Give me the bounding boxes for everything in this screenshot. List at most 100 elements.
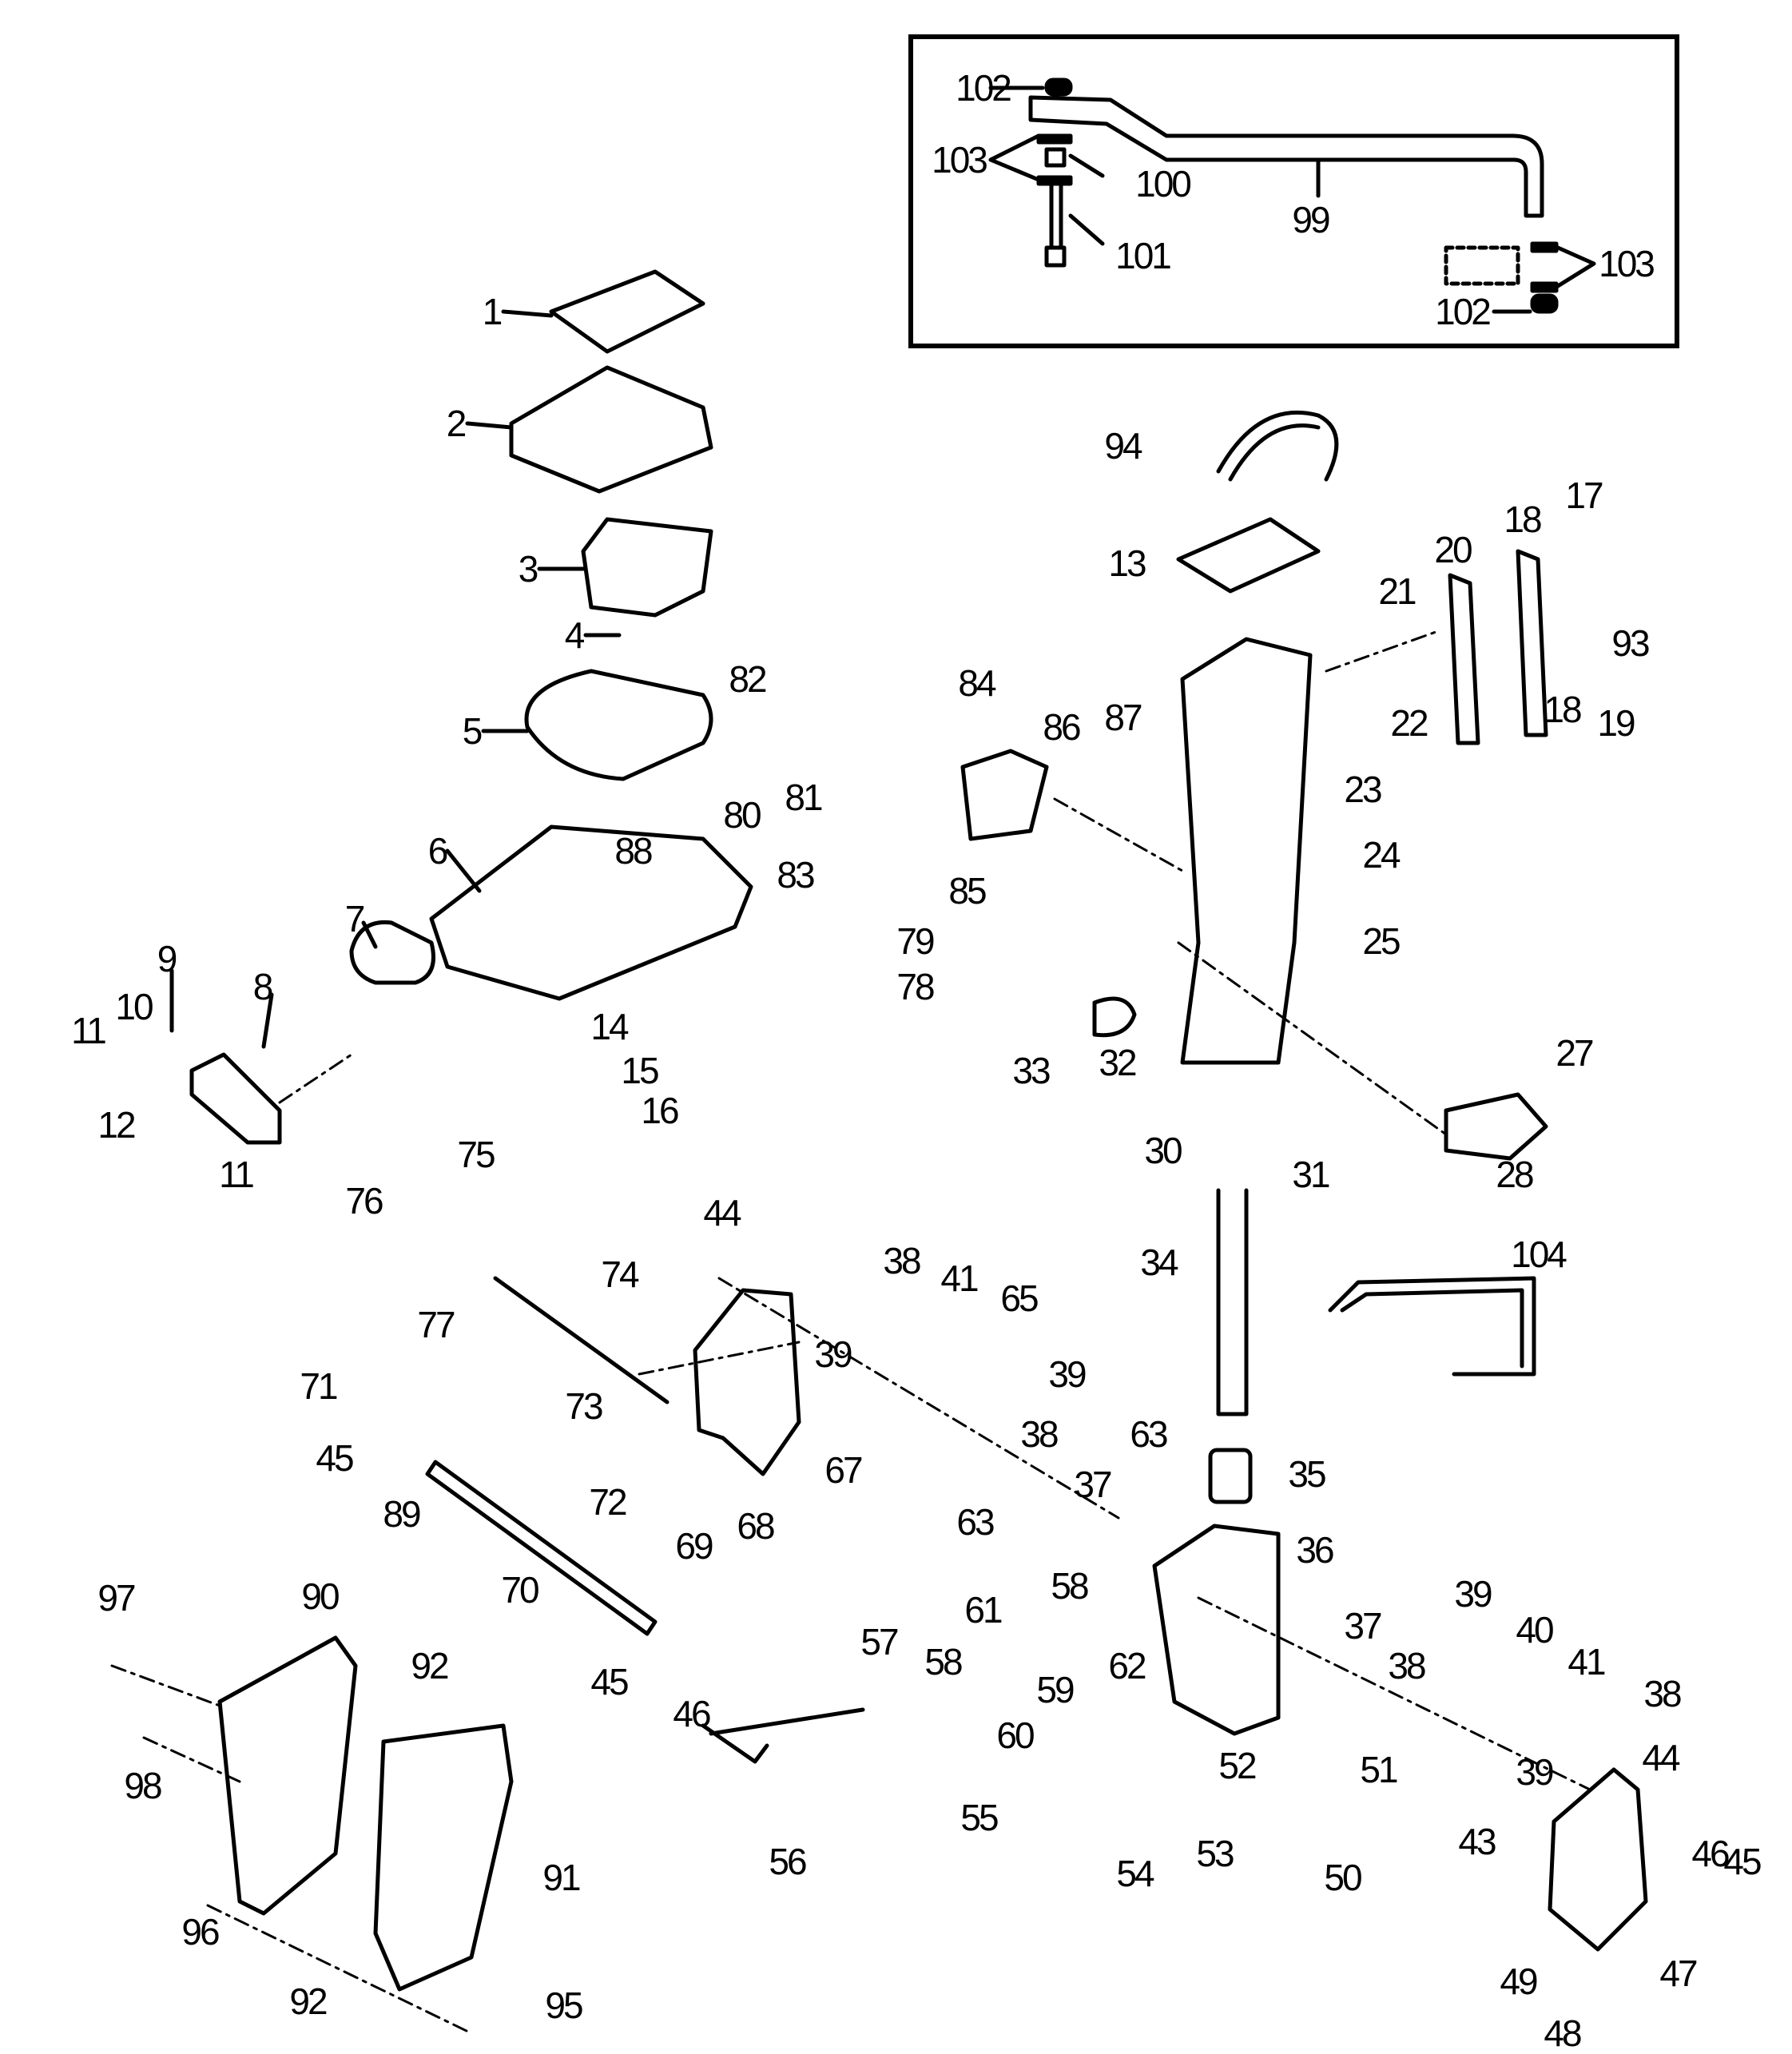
part-5-seal bbox=[524, 669, 713, 781]
part-label-27: 27 bbox=[1556, 1032, 1594, 1074]
part-label-75: 75 bbox=[457, 1134, 495, 1175]
tiller-arm-inset bbox=[988, 77, 1596, 314]
part-label-23: 23 bbox=[1344, 769, 1382, 810]
exhaust-housing bbox=[960, 410, 1548, 1161]
part-label-92: 92 bbox=[411, 1645, 449, 1687]
part-label-7: 7 bbox=[344, 898, 366, 940]
part-label-83: 83 bbox=[777, 854, 815, 896]
part-label-89: 89 bbox=[383, 1493, 421, 1535]
part-label-3: 3 bbox=[518, 548, 539, 590]
part-label-37: 37 bbox=[1074, 1464, 1112, 1505]
part-label-56: 56 bbox=[769, 1841, 807, 1882]
part-label-28: 28 bbox=[1496, 1154, 1534, 1195]
part-101-bolt bbox=[1049, 183, 1063, 250]
part-label-31: 31 bbox=[1292, 1154, 1330, 1195]
part-85-bracket bbox=[960, 749, 1049, 841]
part-label-37: 37 bbox=[1344, 1605, 1382, 1647]
part-label-63: 63 bbox=[956, 1501, 995, 1543]
part-label-11: 11 bbox=[219, 1154, 255, 1195]
part-label-97: 97 bbox=[97, 1577, 136, 1619]
part-label-90: 90 bbox=[301, 1575, 340, 1617]
part-label-41: 41 bbox=[1568, 1641, 1606, 1683]
part-label-91: 91 bbox=[542, 1857, 581, 1898]
part-label-80: 80 bbox=[723, 794, 761, 836]
part-1-gasket bbox=[549, 269, 705, 354]
part-label-72: 72 bbox=[589, 1481, 627, 1523]
part-13-gasket bbox=[1176, 517, 1321, 594]
part-label-30: 30 bbox=[1144, 1130, 1182, 1171]
part-label-1: 1 bbox=[482, 291, 503, 332]
part-label-17: 17 bbox=[1565, 475, 1603, 516]
part-label-87: 87 bbox=[1104, 697, 1142, 738]
lower-covers bbox=[217, 1635, 514, 1992]
part-label-99: 99 bbox=[1292, 199, 1330, 240]
part-label-69: 69 bbox=[675, 1525, 713, 1567]
part-label-57: 57 bbox=[860, 1621, 899, 1663]
part-label-67: 67 bbox=[824, 1449, 863, 1491]
part-label-85: 85 bbox=[948, 870, 987, 912]
part-8-bracket bbox=[189, 1052, 282, 1145]
part-label-4: 4 bbox=[564, 614, 586, 656]
part-label-44: 44 bbox=[703, 1192, 741, 1234]
part-99-tiller-arm bbox=[1028, 95, 1544, 218]
part-label-38: 38 bbox=[1388, 1645, 1426, 1687]
part-label-95: 95 bbox=[545, 1984, 583, 2026]
part-label-38: 38 bbox=[883, 1240, 921, 1281]
part-label-16: 16 bbox=[641, 1090, 679, 1131]
part-label-86: 86 bbox=[1043, 706, 1081, 748]
part-label-13: 13 bbox=[1108, 542, 1146, 584]
part-6-adapter bbox=[429, 824, 753, 1001]
part-label-47: 47 bbox=[1659, 1953, 1698, 1994]
part-label-12: 12 bbox=[97, 1104, 136, 1146]
part-label-65: 65 bbox=[1000, 1277, 1039, 1319]
part-label-46: 46 bbox=[1691, 1833, 1730, 1874]
part-label-81: 81 bbox=[785, 777, 823, 818]
part-label-55: 55 bbox=[960, 1797, 999, 1838]
part-label-79: 79 bbox=[896, 920, 935, 962]
adapter-stack bbox=[169, 269, 753, 1145]
part-label-103: 103 bbox=[932, 139, 988, 181]
part-label-40: 40 bbox=[1516, 1609, 1554, 1651]
part-label-19: 19 bbox=[1597, 702, 1635, 744]
part-label-54: 54 bbox=[1116, 1853, 1154, 1894]
part-20-plate bbox=[1516, 549, 1548, 737]
part-label-45: 45 bbox=[590, 1661, 629, 1702]
part-label-103: 103 bbox=[1599, 243, 1655, 284]
part-104-bracket-wire bbox=[1328, 1276, 1536, 1377]
part-23-housing bbox=[1180, 637, 1313, 1065]
part-36-swivel-bracket bbox=[1152, 1524, 1281, 1736]
part-94-seal-strip bbox=[1216, 410, 1339, 482]
part-label-35: 35 bbox=[1288, 1453, 1326, 1495]
part-label-18: 18 bbox=[1544, 689, 1582, 730]
part-label-77: 77 bbox=[417, 1304, 455, 1345]
swivel-section bbox=[425, 1188, 1648, 1952]
part-43-stern-bracket bbox=[1548, 1767, 1648, 1952]
part-label-45: 45 bbox=[316, 1437, 354, 1479]
part-56-lever bbox=[701, 1707, 865, 1764]
tiller-arm-inset-frame bbox=[908, 34, 1679, 348]
part-label-82: 82 bbox=[729, 658, 767, 700]
part-label-45: 45 bbox=[1723, 1841, 1762, 1882]
part-label-2: 2 bbox=[446, 403, 467, 444]
part-label-21: 21 bbox=[1378, 570, 1417, 612]
part-label-100: 100 bbox=[1135, 163, 1192, 205]
part-100-spacer bbox=[1044, 147, 1067, 168]
part-label-39: 39 bbox=[1048, 1353, 1087, 1395]
part-label-38: 38 bbox=[1020, 1413, 1059, 1455]
part-label-102: 102 bbox=[956, 67, 1012, 109]
part-label-44: 44 bbox=[1642, 1737, 1680, 1778]
leaders-inset bbox=[988, 85, 1596, 314]
part-2-plate bbox=[509, 365, 713, 494]
part-label-88: 88 bbox=[614, 830, 653, 872]
part-label-43: 43 bbox=[1458, 1821, 1496, 1862]
part-label-22: 22 bbox=[1390, 702, 1428, 744]
part-label-5: 5 bbox=[462, 710, 483, 752]
alignment-lines bbox=[110, 630, 1591, 2035]
part-label-60: 60 bbox=[996, 1714, 1035, 1756]
part-90-cover bbox=[217, 1635, 358, 1916]
part-103-washer-top bbox=[1036, 133, 1073, 145]
part-label-96: 96 bbox=[181, 1911, 220, 1953]
part-label-39: 39 bbox=[1516, 1751, 1554, 1793]
part-91-cover bbox=[373, 1723, 514, 1992]
